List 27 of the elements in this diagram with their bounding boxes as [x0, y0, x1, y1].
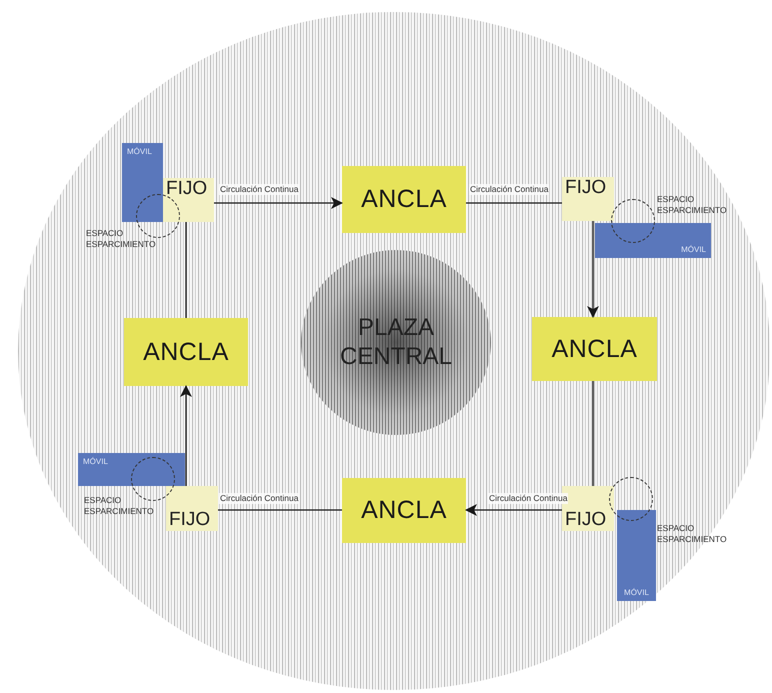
anchor-block: ANCLA: [342, 478, 466, 543]
mobile-block: MÓVIL: [78, 453, 185, 486]
anchor-block: ANCLA: [532, 317, 657, 381]
dashed-circle: [609, 477, 653, 521]
flow-arrow: [214, 197, 343, 209]
area-caption: ESPACIO ESPARCIMIENTO: [84, 495, 155, 518]
dashed-circle: [136, 194, 180, 238]
anchor-block: ANCLA: [342, 166, 466, 233]
flow-arrow: [587, 221, 599, 318]
flow-arrow: [180, 385, 192, 486]
anchor-block: ANCLA: [124, 318, 248, 386]
flow-arrow: [465, 504, 562, 516]
mobile-block: MÓVIL: [122, 143, 163, 222]
edge-label: Circulación Continua: [469, 184, 550, 195]
fixed-block: FIJO: [163, 178, 214, 222]
mobile-block: MÓVIL: [595, 223, 711, 258]
area-caption: ESPACIO ESPARCIMIENTO: [86, 228, 157, 251]
area-caption: ESPACIO ESPARCIMIENTO: [657, 194, 728, 217]
edge-label: Circulación Continua: [219, 493, 300, 504]
area-caption: ESPACIO ESPARCIMIENTO: [657, 523, 728, 546]
fixed-block: FIJO: [562, 177, 614, 221]
mobile-block: MÓVIL: [617, 510, 656, 601]
dashed-circle: [131, 457, 175, 501]
dashed-circle: [611, 199, 655, 243]
edge-label: Circulación Continua: [488, 493, 568, 504]
edge-label: Circulación Continua: [219, 184, 300, 195]
fixed-block: FIJO: [166, 486, 218, 531]
